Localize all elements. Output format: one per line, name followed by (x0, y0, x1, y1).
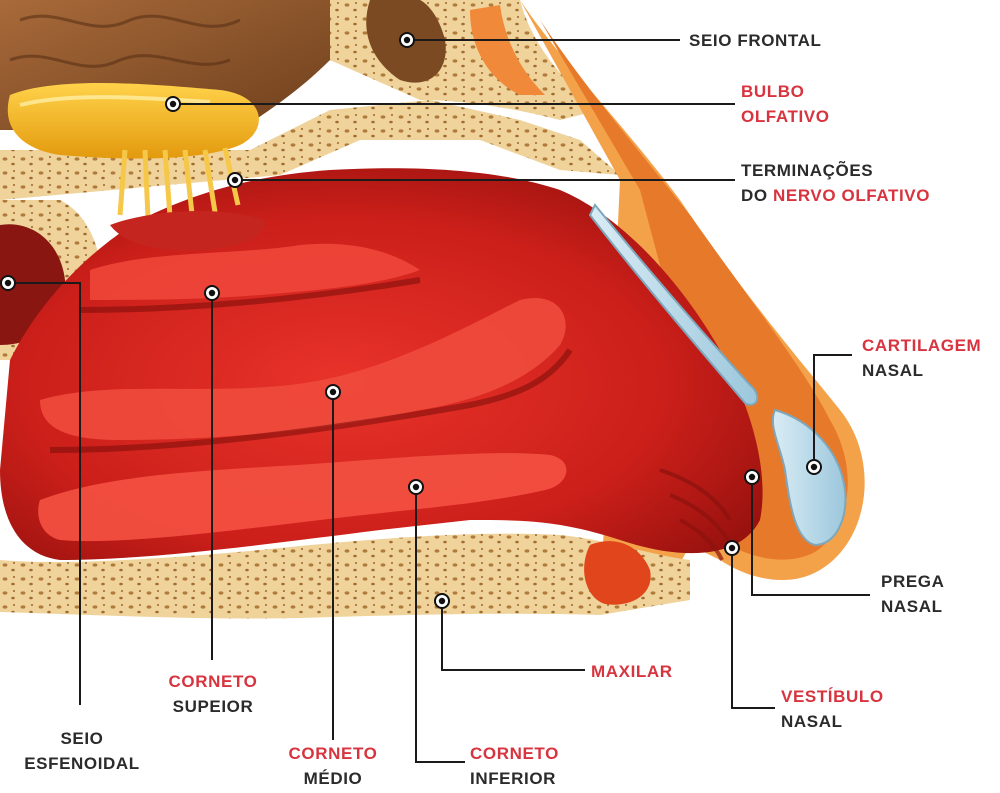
marker-corneto-medio (325, 384, 341, 400)
label-prega-line1: PREGA (881, 572, 945, 591)
marker-vestibulo (724, 540, 740, 556)
label-prega-nasal: PREGA NASAL (881, 569, 944, 619)
label-corneto-med-line2: MÉDIO (303, 769, 363, 788)
label-seio-esf-line2: ESFENOIDAL (24, 754, 140, 773)
marker-seio-frontal (399, 32, 415, 48)
label-terminacoes-line1: TERMINAÇÕES (741, 161, 874, 180)
label-vestibulo-line1: VESTÍBULO (781, 687, 884, 706)
label-terminacoes-line2: DO NERVO OLFATIVO (741, 183, 930, 208)
label-seio-frontal-text: SEIO FRONTAL (689, 31, 822, 50)
label-maxilar: MAXILAR (591, 659, 673, 684)
label-terminacoes-nervo: TERMINAÇÕES DO NERVO OLFATIVO (741, 158, 930, 208)
label-seio-esfenoidal: SEIO ESFENOIDAL (14, 726, 150, 776)
label-terminacoes-do: DO (741, 186, 774, 205)
label-corneto-inf-line1: CORNETO (470, 744, 559, 763)
label-cartilagem-line2: NASAL (862, 361, 924, 380)
marker-cartilagem (806, 459, 822, 475)
marker-corneto-superior (204, 285, 220, 301)
label-corneto-inf-line2: INFERIOR (470, 769, 557, 788)
marker-maxilar (434, 593, 450, 609)
marker-corneto-inferior (408, 479, 424, 495)
label-seio-frontal: SEIO FRONTAL (689, 28, 822, 53)
label-vestibulo-line2: NASAL (781, 712, 843, 731)
label-bulbo-olfativo: BULBO OLFATIVO (741, 79, 830, 129)
label-corneto-medio: CORNETO MÉDIO (270, 741, 396, 791)
label-corneto-sup-line2: SUPEIOR (172, 697, 254, 716)
leader-lines (8, 39, 870, 763)
marker-terminacoes (227, 172, 243, 188)
label-corneto-sup-line1: CORNETO (168, 672, 258, 691)
label-corneto-superior: CORNETO SUPEIOR (150, 669, 276, 719)
label-prega-line2: NASAL (881, 597, 943, 616)
label-cartilagem-nasal: CARTILAGEM NASAL (862, 333, 981, 383)
label-bulbo-line2: OLFATIVO (741, 107, 830, 126)
marker-bulbo (165, 96, 181, 112)
label-cartilagem-line1: CARTILAGEM (862, 336, 982, 355)
label-bulbo-line1: BULBO (741, 82, 805, 101)
label-seio-esf-line1: SEIO (60, 729, 104, 748)
label-terminacoes-nervo-olfativo: NERVO OLFATIVO (773, 186, 931, 205)
label-maxilar-text: MAXILAR (591, 662, 673, 681)
marker-prega-nasal (744, 469, 760, 485)
label-corneto-med-line1: CORNETO (288, 744, 378, 763)
marker-dots (0, 32, 822, 609)
label-corneto-inferior: CORNETO INFERIOR (470, 741, 559, 791)
label-vestibulo-nasal: VESTÍBULO NASAL (781, 684, 884, 734)
marker-seio-esfenoidal (0, 275, 16, 291)
